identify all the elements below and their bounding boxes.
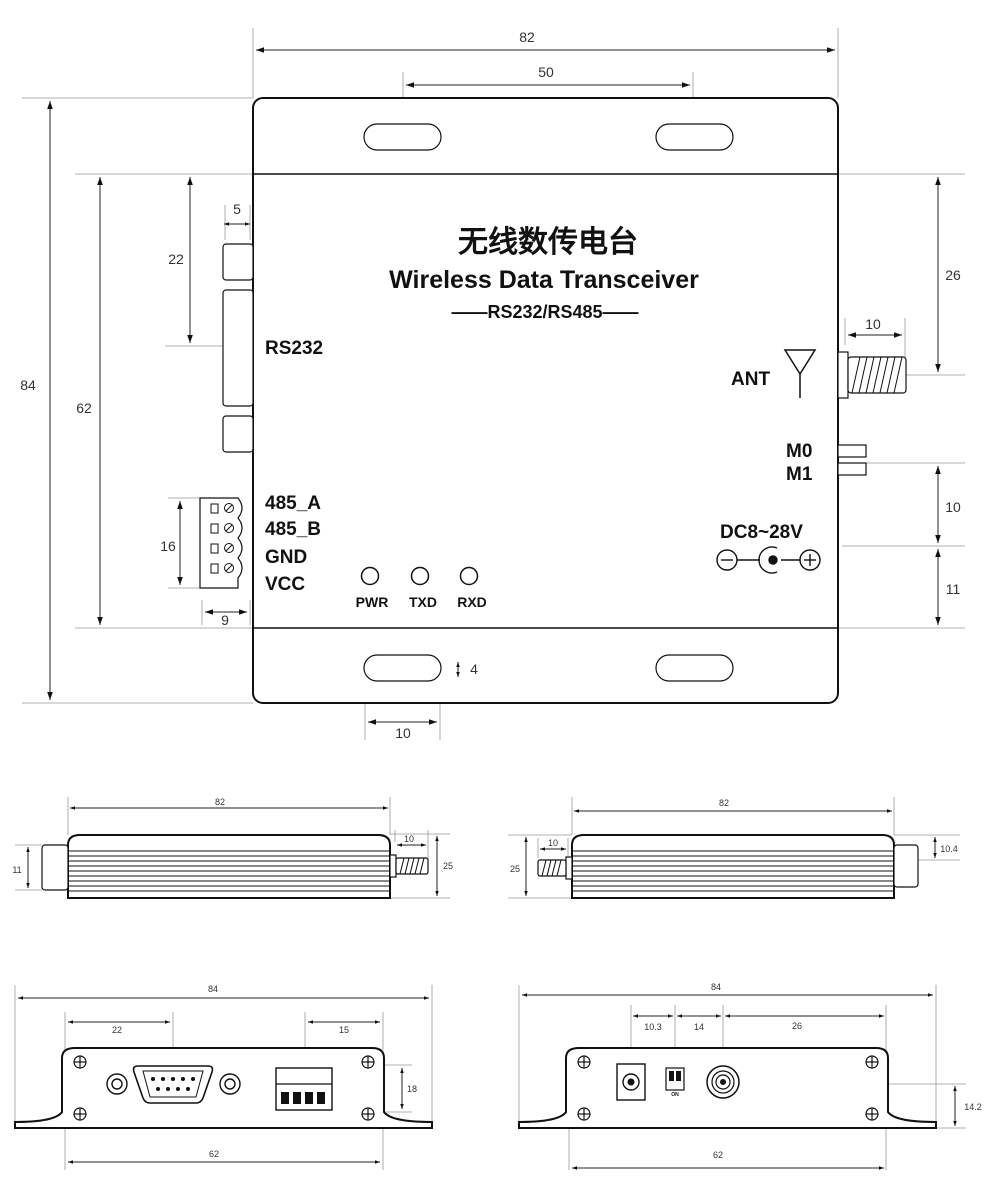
- product-title-cn: 无线数传电台: [458, 225, 638, 260]
- dim-side-right-length: 82: [719, 798, 729, 808]
- dim-side-right-switch-height: 10.4: [940, 844, 958, 854]
- dim-front-right-width: 84: [711, 982, 721, 992]
- dim-terminal-height: 16: [160, 538, 176, 554]
- dim-slot-height: 4: [470, 661, 478, 677]
- led-pwr: [360, 566, 380, 586]
- mount-slot-bottom-left: [363, 654, 442, 682]
- mount-slot-bottom-right: [655, 654, 734, 682]
- label-gnd: GND: [265, 547, 307, 568]
- top-view-dimension-lines: [47, 47, 941, 725]
- product-subtitle: ——RS232/RS485——: [451, 302, 638, 322]
- led-label-txd: TXD: [409, 594, 437, 610]
- dim-db9-offset: 22: [168, 251, 184, 267]
- product-title-en: Wireless Data Transceiver: [389, 266, 699, 294]
- label-dc: DC8~28V: [720, 522, 803, 543]
- dim-slot-spacing: 50: [538, 64, 554, 80]
- dim-front-left-terminal-width: 15: [339, 1025, 349, 1035]
- m0-m1-switch: [837, 444, 867, 476]
- led-rxd: [459, 566, 479, 586]
- label-485-b: 485_B: [265, 519, 321, 540]
- db9-port-front: [106, 1065, 241, 1104]
- label-ant: ANT: [731, 369, 770, 390]
- dim-front-right-dc-offset: 10.3: [644, 1022, 662, 1032]
- dim-slot-width: 10: [395, 725, 411, 741]
- mount-slot-top-left: [363, 123, 442, 151]
- dim-terminal-depth: 9: [221, 612, 229, 628]
- front-view-left: 84 22 15 18 62: [14, 984, 433, 1170]
- dim-side-left-length: 82: [215, 797, 225, 807]
- dim-front-right-ant-offset: 26: [792, 1021, 802, 1031]
- dim-side-left-connector-height: 11: [12, 865, 21, 875]
- dim-overall-height: 84: [20, 377, 36, 393]
- dim-db9-depth: 5: [233, 201, 241, 217]
- label-m0: M0: [786, 441, 812, 462]
- dim-front-right-ant-height: 14.2: [964, 1102, 982, 1112]
- dim-body-height: 62: [76, 400, 92, 416]
- top-view: PWR TXD RXD 无线数传电台 Wireless Data Transce…: [20, 28, 965, 741]
- dim-side-right-height: 25: [510, 864, 520, 874]
- dim-side-right-ant-length: 10: [548, 838, 558, 848]
- dim-side-left-ant-length: 10: [404, 834, 414, 844]
- dim-front-left-mount-spacing: 62: [209, 1149, 219, 1159]
- db9-connector-side: [222, 243, 254, 453]
- dim-ant-length: 10: [865, 316, 881, 332]
- top-view-body: [252, 97, 839, 704]
- dim-front-left-height: 18: [407, 1084, 417, 1094]
- led-label-rxd: RXD: [457, 594, 487, 610]
- label-rs232: RS232: [265, 338, 323, 359]
- dim-front-left-width: 84: [208, 984, 218, 994]
- dip-switch-front: [665, 1067, 685, 1091]
- dim-front-right-switch-offset: 14: [694, 1022, 704, 1032]
- led-label-pwr: PWR: [356, 594, 389, 610]
- led-indicators: [360, 566, 479, 586]
- side-right-connector: [893, 844, 919, 888]
- side-view-left: 82 10 25 11: [12, 797, 453, 899]
- dim-front-left-db9-offset: 22: [112, 1025, 122, 1035]
- side-left-connector: [41, 844, 69, 891]
- dim-overall-width: 82: [519, 29, 535, 45]
- led-txd: [410, 566, 430, 586]
- label-485-a: 485_A: [265, 493, 321, 514]
- terminal-block-front: [275, 1067, 333, 1111]
- antenna-icon: [783, 349, 817, 398]
- dim-dc-to-base: 11: [946, 581, 961, 597]
- side-view-right: 82 10 25 10.4: [508, 797, 960, 899]
- dim-m-to-dc: 10: [945, 499, 961, 515]
- dip-switch-on-label: ON: [671, 1092, 679, 1098]
- front-view-right: ON 84 10.3 14 26 14.2 62: [518, 982, 982, 1170]
- label-vcc: VCC: [265, 574, 305, 595]
- dim-front-right-mount-spacing: 62: [713, 1150, 723, 1160]
- mount-slot-top-right: [655, 123, 734, 151]
- dim-ant-offset: 26: [945, 267, 961, 283]
- terminal-block: [199, 497, 243, 589]
- dc-polarity-icon: [716, 546, 821, 574]
- label-m1: M1: [786, 464, 813, 485]
- antenna-connector: [837, 351, 907, 399]
- dim-side-left-height: 25: [443, 861, 453, 871]
- sma-antenna-front: [706, 1065, 740, 1099]
- dc-jack-front: [616, 1063, 646, 1101]
